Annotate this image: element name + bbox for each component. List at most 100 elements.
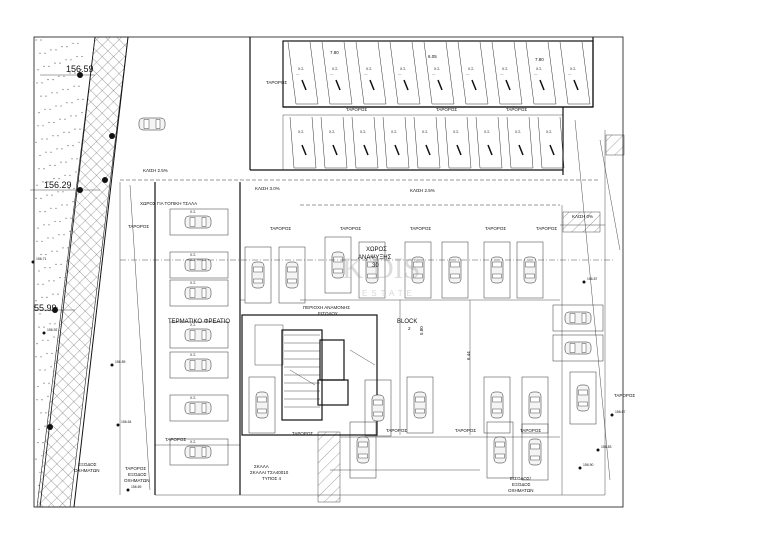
lift-title: ΣΚΑΛΑ [254,464,269,469]
left-parking-bays: Χ.Σ.Χ.Σ.Χ.Σ.Χ.Σ.Χ.Σ.Χ.Σ.Χ.Σ. [138,117,229,466]
corridor-label: ΤΑΡΟΡΟΣ [128,224,149,229]
stairs-sub: ΕΙΣΟΔΟΥ [318,311,338,316]
spot-marker [116,423,120,427]
space-label: Χ.Σ. [366,67,372,71]
plant-dot [58,75,60,77]
spot-elevation: 156.87 [587,277,597,281]
plant-dot [64,277,66,279]
plant-dot [46,296,48,298]
svg-text:ESTATE: ESTATE [362,289,416,298]
plant-dot [40,412,42,414]
plant-dot [36,240,38,242]
corridor-label: ΤΑΡΟΡΟΣ [614,393,635,398]
parking-bay [483,241,511,299]
plant-dot [77,98,79,100]
plant-dot [55,49,57,51]
car [184,215,212,229]
wheel-stop [437,79,443,91]
parking-bay [289,116,317,169]
space-label: Χ.Σ. [190,440,196,444]
car [564,311,592,325]
space-label: Χ.Σ. [298,67,304,71]
parking-bay [552,304,604,332]
parking-bay [506,116,534,169]
plant-dot [56,92,58,94]
plant-dot [38,168,40,170]
space-label: Χ.Σ. [400,67,406,71]
exit-left: ΕΞΟΔΟΣ [78,462,97,467]
plant-dot [49,108,51,110]
slope-2: ΚΛΙΣΗ 3.0% [255,186,280,191]
wheel-stop [403,79,409,91]
plant-dot [37,125,39,127]
corridor-label: ΤΑΡΟΡΟΣ [536,226,557,231]
plant-dot [47,181,49,183]
car [184,401,212,415]
landscape-dots [35,39,84,487]
plant-dot [47,79,49,81]
plant-dot [35,458,37,460]
plant-dot [54,220,56,223]
plant-dot [54,164,56,166]
parking-bay [358,241,386,299]
plant-dot [42,339,44,341]
car [138,117,166,131]
car [564,341,592,355]
plant-dot [53,178,55,180]
parking-bay [324,236,352,294]
plant-dot [69,230,71,232]
wheel-stop [487,144,493,156]
plant-dot [48,224,50,226]
plant-dot [44,267,46,269]
car [371,394,385,422]
plant-dot [40,95,42,97]
space-label: Χ.Σ. [190,396,196,400]
parking-bay [475,116,503,169]
lift-sub: ΣΚΑΛΑΙ ΤΣΑ40010 [250,470,289,475]
spot-marker [596,448,600,452]
plant-dot [44,108,46,110]
elevation-spots: 156.71156.92156.89156.64156.69156.90156.… [31,257,625,492]
plant-dot [46,194,48,196]
plant-dot [46,138,48,140]
plant-dot [56,148,58,150]
plant-dot [72,201,74,203]
car [576,384,590,412]
plant-dot [75,171,77,173]
stair-core [241,314,378,436]
space-mark: — [432,72,436,76]
watermark: K DIS ESTATE [342,252,420,298]
parking-bay [413,116,441,169]
parking-bay [169,321,229,349]
plant-dot [47,339,49,341]
plant-dot [43,326,45,328]
plant-dot [69,174,71,176]
plant-dot [55,207,57,209]
plant-dot [41,138,43,140]
plant-dot [57,135,59,137]
plant-dot [50,366,52,368]
plant-dot [44,211,46,213]
parking-bay [349,421,377,479]
plant-dot [44,369,46,371]
car [184,286,212,300]
dim-2: 6.44 [466,351,471,360]
space-mark: — [568,72,572,76]
plant-dot [70,59,72,61]
parking-bay [320,116,348,169]
space-label: Χ.Σ. [515,130,521,134]
space-label: Χ.Σ. [536,67,542,71]
plant-dot [40,253,42,256]
plant-dot [73,187,75,190]
plant-dot [39,154,41,157]
plant-dot [63,290,65,292]
plant-dot [38,484,40,487]
plant-dot [67,247,69,249]
plant-dot [67,88,69,91]
plant-dot [36,343,38,345]
plant-dot [55,263,57,265]
plant-dot [45,151,47,153]
plant-dot [37,283,39,285]
plant-dot [63,234,65,236]
